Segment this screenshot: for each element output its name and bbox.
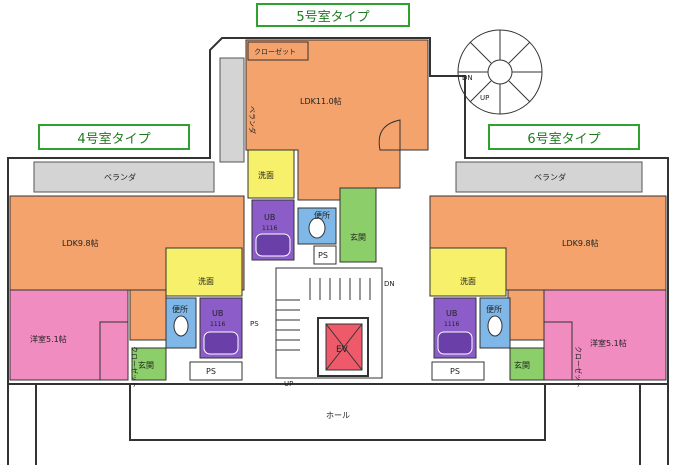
- veranda-6: [455, 161, 643, 193]
- closet-label-6: クローゼット: [574, 346, 583, 388]
- ldk-label-6: LDK9.8帖: [562, 238, 599, 248]
- western-label-4: 洋室5.1帖: [30, 334, 67, 344]
- ldk-label-4: LDK9.8帖: [62, 238, 99, 248]
- entrance-label-5: 玄関: [350, 232, 366, 242]
- bathtubs: [203, 233, 473, 355]
- wash-5: [247, 149, 295, 199]
- ps-label-5: PS: [318, 251, 328, 260]
- unit-4-title: 4号室タイプ: [38, 124, 190, 150]
- stair-up-label: UP: [480, 94, 489, 102]
- toilet-label-5: 便所: [314, 210, 330, 220]
- stair-treads: [276, 278, 371, 351]
- entrance-label-6: 玄関: [514, 360, 530, 370]
- dn-label: DN: [462, 74, 473, 82]
- ub-size-5: 1116: [262, 225, 277, 232]
- ub-label-6: UB: [446, 309, 457, 318]
- veranda-5: [219, 57, 245, 163]
- ldk-6-lower: [507, 289, 545, 341]
- ps-label-4: PS: [206, 367, 216, 376]
- wash-label-6: 洗面: [460, 276, 476, 286]
- toilet-fixtures: [173, 217, 503, 337]
- hall-label: ホール: [326, 411, 350, 420]
- unit-5-title: 5号室タイプ: [256, 3, 410, 27]
- entrance-5: [339, 187, 377, 263]
- western-label-6: 洋室5.1帖: [590, 338, 627, 348]
- closet-6: [543, 321, 573, 381]
- veranda-label-4: ベランダ: [104, 172, 136, 182]
- spiral-stair: [457, 29, 543, 115]
- entrance-4: [131, 347, 167, 381]
- closet-label-5: クローゼット: [254, 47, 296, 56]
- building-walls: [7, 37, 669, 465]
- veranda-label-6: ベランダ: [534, 172, 566, 182]
- up-label: UP: [284, 380, 293, 388]
- unit-6-title: 6号室タイプ: [488, 124, 640, 150]
- ub-label-4: UB: [212, 309, 223, 318]
- ldk-4-lower: [129, 289, 167, 341]
- wash-6: [429, 247, 507, 297]
- ub-size-4: 1116: [210, 321, 225, 328]
- wash-4: [165, 247, 243, 297]
- veranda-label-5: ベランダ: [248, 106, 257, 134]
- wash-label-4: 洗面: [198, 276, 214, 286]
- closet-5: [247, 41, 309, 61]
- ub-size-6: 1116: [444, 321, 459, 328]
- ps-5: [313, 245, 337, 265]
- stair-dn-label: DN: [384, 280, 395, 288]
- closet-label-4: クローゼット: [130, 346, 139, 388]
- entrance-6: [509, 347, 545, 381]
- wash-label-5: 洗面: [258, 170, 274, 180]
- ldk-5: [245, 39, 429, 201]
- ps-6: [431, 361, 485, 381]
- ub-label-5: UB: [264, 213, 275, 222]
- ldk-label-5: LDK11.0帖: [300, 96, 342, 106]
- entrance-label-4: 玄関: [138, 360, 154, 370]
- ps-4: [189, 361, 243, 381]
- toilet-label-4: 便所: [172, 304, 188, 314]
- closet-4: [99, 321, 129, 381]
- veranda-4: [33, 161, 215, 193]
- toilet-label-6: 便所: [486, 304, 502, 314]
- ps-label-6: PS: [450, 367, 460, 376]
- ev-label: EV: [336, 345, 349, 355]
- ps-side-label: PS: [250, 320, 259, 328]
